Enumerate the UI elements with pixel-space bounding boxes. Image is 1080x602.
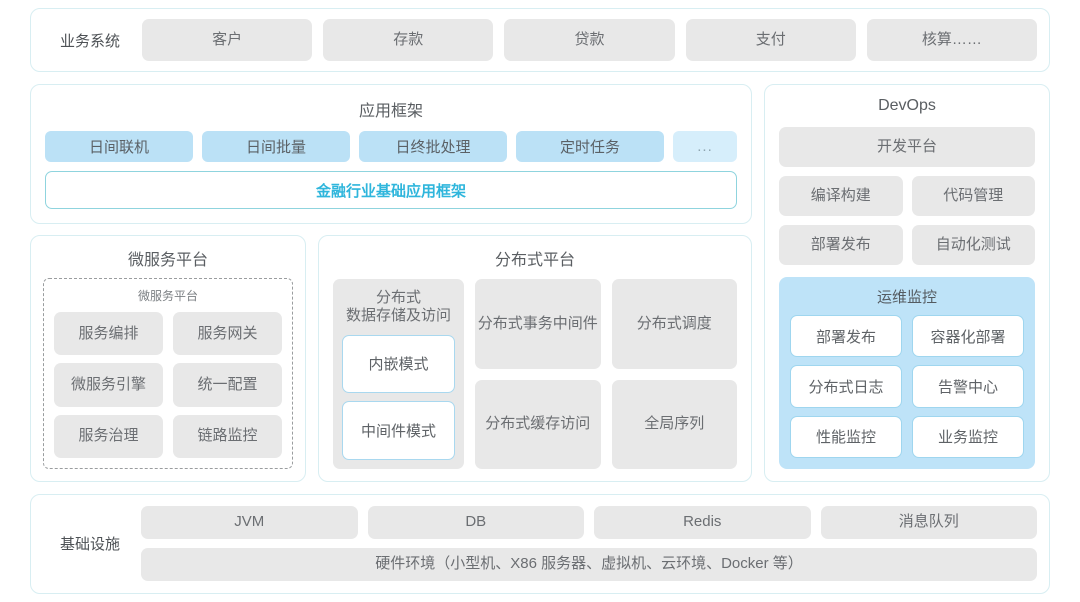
financial-base-framework-banner: 金融行业基础应用框架 xyxy=(45,171,737,209)
infrastructure-item-message-queue[interactable]: 消息队列 xyxy=(820,506,1037,539)
infrastructure-label: 基础设施 xyxy=(59,536,120,553)
infrastructure-items-row: JVM DB Redis 消息队列 xyxy=(141,506,1037,539)
distributed-storage-column: 分布式 数据存储及访问 内嵌模式 中间件模式 xyxy=(333,279,464,469)
devops-item-code-management[interactable]: 代码管理 xyxy=(911,176,1035,216)
distributed-cell-transaction-middleware[interactable]: 分布式 事务中间件 xyxy=(475,279,601,369)
microservice-item-link-monitoring[interactable]: 链路监控 xyxy=(173,414,282,458)
app-framework-tag-daytime-batch[interactable]: 日间批量 xyxy=(202,131,350,162)
application-framework-tags: 日间联机 日间批量 日终批处理 定时任务 ... xyxy=(45,131,737,162)
microservice-platform-grid: 服务编排 服务网关 微服务引擎 统一配置 服务治理 链路监控 xyxy=(54,312,282,458)
platforms-row: 微服务平台 微服务平台 服务编排 服务网关 微服务引擎 统一配置 服务治理 链路… xyxy=(30,235,752,482)
application-framework-panel: 应用框架 日间联机 日间批量 日终批处理 定时任务 ... 金融行业基础应用框架 xyxy=(30,84,752,224)
ops-monitoring-grid: 部署发布 容器化部署 分布式日志 告警中心 性能监控 业务监控 xyxy=(790,315,1024,458)
business-system-item-loan[interactable]: 贷款 xyxy=(504,19,675,61)
devops-panel: DevOps 开发平台 编译构建 代码管理 部署发布 自动化测试 运维监控 部署… xyxy=(764,84,1050,482)
distributed-cell-cache-access[interactable]: 分布式 缓存访问 xyxy=(475,379,601,469)
distributed-data-storage-label-line1: 分布式 xyxy=(375,289,421,306)
distributed-cell-transaction-middleware-line2: 事务中间件 xyxy=(522,314,598,332)
microservice-item-service-gateway[interactable]: 服务网关 xyxy=(173,312,282,356)
microservice-item-service-governance[interactable]: 服务治理 xyxy=(54,414,163,458)
devops-row-build: 编译构建 代码管理 xyxy=(779,176,1035,216)
ops-item-distributed-log[interactable]: 分布式日志 xyxy=(790,365,902,408)
devops-item-deploy-release[interactable]: 部署发布 xyxy=(779,225,903,265)
business-system-item-accounting[interactable]: 核算…… xyxy=(866,19,1038,61)
distributed-cell-cache-access-line2: 缓存访问 xyxy=(530,415,591,433)
distributed-platform-panel: 分布式平台 分布式 数据存储及访问 内嵌模式 中间件模式 xyxy=(318,235,752,482)
devops-title: DevOps xyxy=(878,97,936,114)
business-system-panel: 业务系统 客户 存款 贷款 支付 核算…… xyxy=(30,8,1050,72)
distributed-data-storage-label: 分布式 数据存储及访问 xyxy=(342,289,455,326)
business-system-item-payment[interactable]: 支付 xyxy=(685,19,856,61)
infrastructure-panel: 基础设施 JVM DB Redis 消息队列 硬件环境（小型机、X86 服务器、… xyxy=(30,494,1050,594)
app-framework-tag-daytime-online[interactable]: 日间联机 xyxy=(45,131,193,162)
ops-item-containerized-deploy[interactable]: 容器化部署 xyxy=(912,315,1024,358)
ops-monitoring-panel: 运维监控 部署发布 容器化部署 分布式日志 告警中心 性能监控 业务监控 xyxy=(779,277,1035,469)
storage-mode-middleware[interactable]: 中间件模式 xyxy=(342,401,455,460)
distributed-data-storage-card[interactable]: 分布式 数据存储及访问 内嵌模式 中间件模式 xyxy=(333,279,464,469)
microservice-item-service-orchestration[interactable]: 服务编排 xyxy=(54,312,163,356)
business-system-item-customer[interactable]: 客户 xyxy=(142,19,313,61)
devops-item-compile-build[interactable]: 编译构建 xyxy=(779,176,903,216)
app-framework-tag-scheduled-task[interactable]: 定时任务 xyxy=(516,131,664,162)
distributed-cell-cache-access-line1: 分布式 xyxy=(485,415,531,433)
distributed-platform-title: 分布式平台 xyxy=(494,252,575,269)
app-framework-tag-more[interactable]: ... xyxy=(673,131,737,162)
microservice-platform-subtitle: 微服务平台 xyxy=(137,289,198,303)
application-framework-title: 应用框架 xyxy=(358,103,423,120)
infrastructure-item-db[interactable]: DB xyxy=(367,506,584,539)
business-system-item-deposit[interactable]: 存款 xyxy=(323,19,494,61)
ops-item-alert-center[interactable]: 告警中心 xyxy=(912,365,1024,408)
microservice-platform-panel: 微服务平台 微服务平台 服务编排 服务网关 微服务引擎 统一配置 服务治理 链路… xyxy=(30,235,306,482)
devops-item-automated-test[interactable]: 自动化测试 xyxy=(911,225,1035,265)
distributed-cell-global-sequence[interactable]: 全局序列 xyxy=(611,379,737,469)
distributed-cell-scheduling[interactable]: 分布式调度 xyxy=(611,279,737,369)
devops-row-deploy: 部署发布 自动化测试 xyxy=(779,225,1035,265)
ops-item-performance-monitoring[interactable]: 性能监控 xyxy=(790,415,902,458)
infrastructure-item-jvm[interactable]: JVM xyxy=(141,506,358,539)
distributed-cell-transaction-middleware-line1: 分布式 xyxy=(477,314,523,332)
storage-mode-embedded[interactable]: 内嵌模式 xyxy=(342,334,455,394)
devops-dev-platform[interactable]: 开发平台 xyxy=(779,127,1035,167)
infrastructure-stack: JVM DB Redis 消息队列 硬件环境（小型机、X86 服务器、虚拟机、云… xyxy=(141,506,1037,581)
distributed-data-storage-label-line2: 数据存储及访问 xyxy=(345,307,451,325)
distributed-platform-body: 分布式 数据存储及访问 内嵌模式 中间件模式 分布式 事务中间件 xyxy=(333,279,737,469)
distributed-cells-grid: 分布式 事务中间件 分布式调度 分布式 缓存访问 全局序列 xyxy=(475,279,737,469)
infrastructure-item-redis[interactable]: Redis xyxy=(594,506,811,539)
ops-item-business-monitoring[interactable]: 业务监控 xyxy=(912,415,1024,458)
microservice-item-microservice-engine[interactable]: 微服务引擎 xyxy=(54,363,163,407)
middle-area: 应用框架 日间联机 日间批量 日终批处理 定时任务 ... 金融行业基础应用框架… xyxy=(30,84,1050,482)
ops-monitoring-title: 运维监控 xyxy=(876,289,937,306)
microservice-platform-inner: 微服务平台 服务编排 服务网关 微服务引擎 统一配置 服务治理 链路监控 xyxy=(43,278,293,469)
infrastructure-hardware-environment[interactable]: 硬件环境（小型机、X86 服务器、虚拟机、云环境、Docker 等） xyxy=(141,548,1037,581)
app-framework-tag-eod-batch[interactable]: 日终批处理 xyxy=(359,131,507,162)
middle-left-column: 应用框架 日间联机 日间批量 日终批处理 定时任务 ... 金融行业基础应用框架… xyxy=(30,84,752,482)
ops-item-deploy-release[interactable]: 部署发布 xyxy=(790,315,902,358)
microservice-platform-title: 微服务平台 xyxy=(127,252,208,269)
microservice-item-unified-config[interactable]: 统一配置 xyxy=(173,363,282,407)
business-system-label: 业务系统 xyxy=(59,32,120,50)
